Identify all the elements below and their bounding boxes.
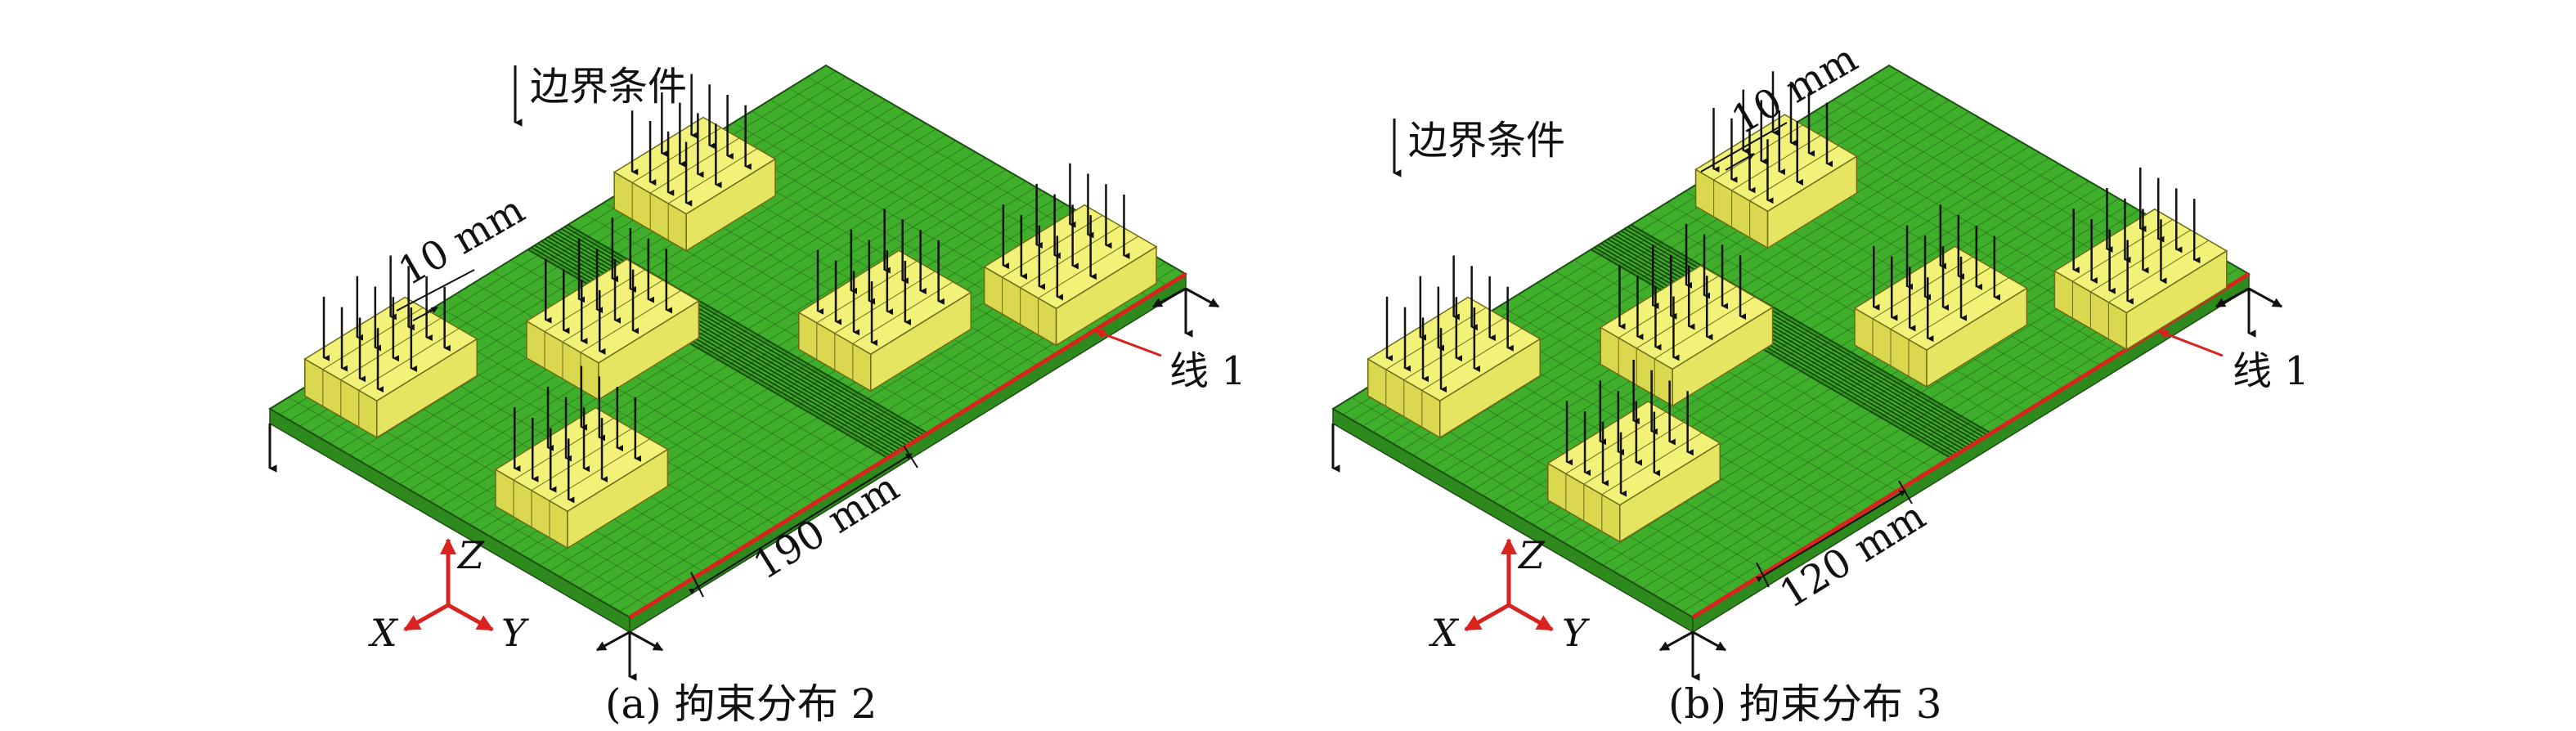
axis-triad-icon: Z X Y: [1429, 533, 1591, 655]
axis-x-label: X: [1429, 611, 1460, 655]
mesh-line: [585, 213, 945, 424]
line-1-callout: 线 1: [1094, 330, 1246, 394]
load-block: [2053, 167, 2228, 351]
axis-z-label: Z: [456, 533, 485, 577]
load-block: [613, 74, 777, 252]
mesh-line: [1555, 271, 1916, 481]
mesh-line: [1573, 259, 1934, 469]
corner-arrows-front: [595, 630, 664, 652]
mesh-line: [1499, 305, 1860, 515]
weld-band-line: [1604, 240, 1965, 451]
axis-triad-icon: Z X Y: [368, 533, 530, 655]
mesh-line: [1537, 282, 1897, 492]
weld-band-line: [1613, 234, 1975, 445]
panel-a: 边界条件 10 mm 190 mm 线 1 Z X Y (a) 拘束分布 2: [268, 64, 1246, 728]
corner-arrows-front: [1658, 630, 1727, 652]
load-block: [1367, 255, 1542, 439]
axis-x-label: X: [368, 611, 399, 655]
weld-band-line: [1597, 244, 1959, 455]
weld-band-line: [1591, 249, 1952, 459]
axis-y-label: Y: [501, 611, 530, 655]
load-block: [1599, 223, 1775, 407]
load-block: [525, 218, 700, 401]
boundary-label: 边界条件: [1408, 118, 1565, 164]
mesh-line: [1351, 397, 1712, 607]
weld-band-line: [1607, 238, 1968, 449]
caption: (a) 拘束分布 2: [605, 680, 877, 728]
weld-band-line: [1627, 226, 1988, 437]
panel-b: 边界条件 10 mm 120 mm 线 1 Z X Y (b) 拘束分布 3: [1331, 35, 2309, 728]
mesh-line: [1666, 202, 2027, 412]
load-blocks: [303, 74, 1158, 549]
mesh-line: [288, 397, 648, 607]
weld-band-line: [1617, 232, 1978, 442]
boundary-label: 边界条件: [530, 64, 687, 110]
load-blocks: [1367, 71, 2228, 543]
corner-arrows-right: [2215, 287, 2283, 308]
load-block: [303, 255, 478, 439]
load-block: [494, 366, 669, 549]
boundary-marker: 边界条件: [514, 64, 687, 127]
line-1-callout: 线 1: [2157, 330, 2309, 394]
weld-band-line: [1594, 246, 1955, 457]
load-block: [797, 209, 972, 392]
line-1-label: 线 1: [1169, 348, 1246, 394]
weld-band-line: [1620, 230, 1981, 441]
weld-band-line: [1630, 224, 1991, 434]
caption: (b) 拘束分布 3: [1668, 680, 1942, 728]
mesh-line: [1629, 225, 1990, 435]
load-block: [983, 163, 1158, 347]
load-block: [1694, 71, 1858, 249]
mesh-line: [1648, 213, 2008, 424]
mesh-line: [1518, 294, 1878, 504]
corner-arrows-right: [1151, 287, 1220, 308]
load-block: [1853, 204, 2028, 388]
load-block: [1546, 360, 1721, 543]
weld-band-line: [1600, 242, 1962, 453]
axis-y-label: Y: [1562, 611, 1591, 655]
boundary-marker: 边界条件: [1393, 118, 1565, 177]
line-1-label: 线 1: [2233, 348, 2309, 394]
axis-z-label: Z: [1517, 533, 1546, 577]
weld-band-line: [1623, 228, 1985, 438]
